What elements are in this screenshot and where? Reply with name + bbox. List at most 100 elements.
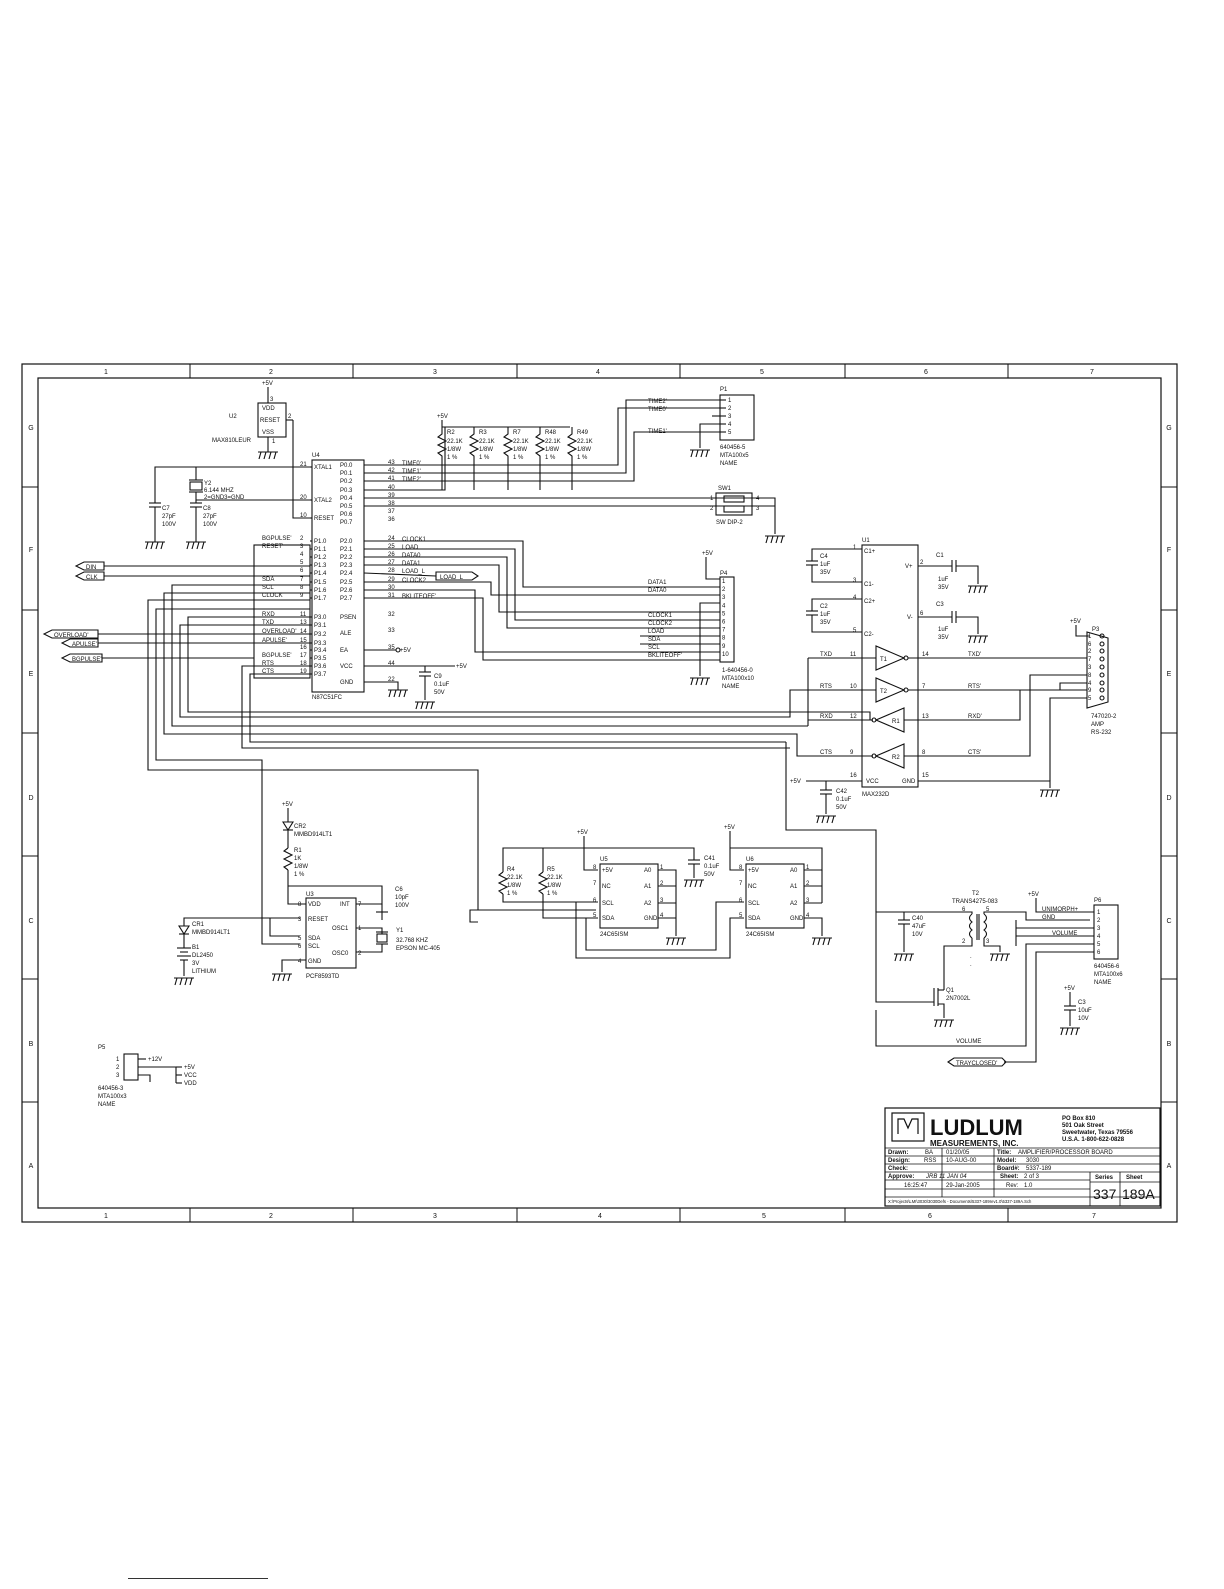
u4-pinnum-22: 22 (388, 677, 395, 683)
net-load-l-flag: LOAD_L (440, 575, 464, 581)
u3-osc1: OSC1 (332, 926, 349, 932)
p1-pin-5: 5 (728, 430, 732, 436)
u4-pinnum-25: 25 (388, 544, 395, 550)
p1-desc: MTA100x5 (720, 453, 749, 459)
u4-pin-p3.5: P3.5 (314, 656, 327, 662)
net-din: DIN (86, 565, 96, 571)
p4-net-clock2: CLOCK2 (648, 621, 673, 627)
u3-sda: SDA (308, 936, 320, 942)
zone-col-4-bottom: 4 (598, 1213, 602, 1220)
t2-dots-2: . (970, 962, 972, 968)
u4-pinnum-16: 16 (300, 645, 307, 651)
c7-voltage: 100V (162, 522, 176, 528)
u4-pinnum-15: 15 (300, 638, 307, 644)
u5-pins-rnum-1: 2 (660, 881, 664, 887)
u4-pin-p2.7: P2.7 (340, 596, 353, 602)
p4-supply: +5V (702, 551, 713, 557)
p4-pin-9: 9 (722, 644, 726, 650)
p6-desc: MTA100x6 (1094, 972, 1123, 978)
model-label: Model: (997, 1158, 1016, 1164)
u4-left-net: RXD (262, 612, 275, 618)
u1-vcc: VCC (866, 779, 879, 785)
cr1-ref: CR1 (192, 922, 205, 928)
b1-type: LITHIUM (192, 969, 216, 975)
r7-tol: 1 % (513, 455, 524, 461)
cr2-part: MMBD914LT1 (294, 832, 333, 838)
p4-pin-10: 10 (722, 652, 729, 658)
net-apulse: APULSE' (72, 642, 97, 648)
net-bgpulse: BGPULSE' (72, 657, 102, 663)
u6-pins-rnum-2: 3 (806, 898, 810, 904)
sheet-label: Sheet: (1000, 1174, 1018, 1180)
p5-net-5v: +5V (184, 1065, 195, 1071)
t2-pin5: 5 (986, 907, 990, 913)
u1-pin16: 16 (850, 773, 857, 779)
u4-left-net: CTS (262, 669, 274, 675)
design-label: Design: (888, 1158, 910, 1164)
p1-pin-4: 4 (728, 422, 732, 428)
p3-pin-7: 7 (1088, 657, 1092, 663)
print-date: 29-Jan-2005 (946, 1183, 980, 1189)
c6-value: 10pF (395, 895, 409, 901)
u1-vcc-supply: +5V (790, 779, 801, 785)
p3-contact (1099, 672, 1105, 678)
u4-pin-p2.4: P2.4 (340, 571, 353, 577)
u4-pinnum-27: 27 (388, 560, 395, 566)
u4-pin-p1.0: P1.0 (314, 539, 327, 545)
cr2-supply: +5V (282, 802, 293, 808)
y2-note: 2=GND3=GND (204, 495, 245, 501)
u3-pin6: 6 (298, 944, 302, 950)
zone-row-g: G (28, 425, 33, 432)
p6-pin-6: 6 (1097, 950, 1101, 956)
p3-pin-6: 6 (1088, 642, 1092, 648)
u6-pins-lnum-3: 5 (739, 913, 743, 919)
b1-part: DL2450 (192, 953, 214, 959)
cr2-ref: CR2 (294, 824, 307, 830)
u2-vdd: VDD (262, 406, 275, 412)
u4-left-net: SDA (262, 577, 274, 583)
p3-pin-5: 5 (1088, 696, 1092, 702)
u4-port2-nets (364, 540, 720, 661)
r7-power: 1/8W (513, 447, 527, 453)
unimorph-driver-circuit: T2 TRANS4275-083 6 5 2 3 C40 47uF 10V . … (785, 742, 1123, 1067)
sw1-pin3: 3 (756, 506, 760, 512)
u1-ref: U1 (862, 538, 870, 544)
sw1-part: SW DIP-2 (716, 520, 743, 526)
u4-pin-xtal1: XTAL1 (314, 465, 333, 471)
sw1-pin1: 1 (710, 496, 714, 502)
r1-value: 1K (294, 856, 301, 862)
p3-contact (1099, 641, 1105, 647)
approve-signature: JRB 11 JAN 04 (925, 1174, 967, 1180)
u4-net-clock1: CLOCK1 (402, 537, 427, 543)
series-label: Series (1095, 1175, 1114, 1181)
zone-row-b: B (29, 1041, 34, 1048)
zone-col-4: 4 (596, 369, 600, 376)
u4-pin-p3.3: P3.3 (314, 641, 327, 647)
u4-net-data0: DATA0 (402, 553, 421, 559)
u5-pins-left-1: NC (602, 884, 611, 890)
net-volume-label: VOLUME (956, 1039, 981, 1045)
u4-pinnum-10: 10 (300, 513, 307, 519)
title-block: LUDLUM MEASUREMENTS, INC. PO Box 810 501… (884, 1107, 1161, 1207)
r5-value: 22.1K (547, 875, 563, 881)
zone-col-5: 5 (760, 369, 764, 376)
p4-net-data0: DATA0 (648, 588, 667, 594)
r4-ref: R4 (507, 867, 515, 873)
c4-ref: C4 (820, 554, 828, 560)
u1-net-txd-out: TXD' (968, 652, 981, 658)
u3-pin7: 7 (358, 902, 362, 908)
u4-pin-p2.0: P2.0 (340, 539, 353, 545)
c6-voltage: 100V (395, 903, 409, 909)
check-label: Check: (888, 1166, 908, 1172)
u4-ref: U4 (312, 453, 320, 459)
u4-pinnum-4: 4 (300, 552, 304, 558)
u1-c1m: C1- (864, 582, 874, 588)
u3-pin2: 2 (358, 951, 362, 957)
p3-pin-2: 2 (1088, 649, 1092, 655)
u1-c2p: C2+ (864, 599, 876, 605)
u4-pin-gnd: GND (340, 680, 354, 686)
board-label: Board#: (997, 1166, 1020, 1172)
p3-contact (1099, 680, 1105, 686)
r4-value: 22.1K (507, 875, 523, 881)
